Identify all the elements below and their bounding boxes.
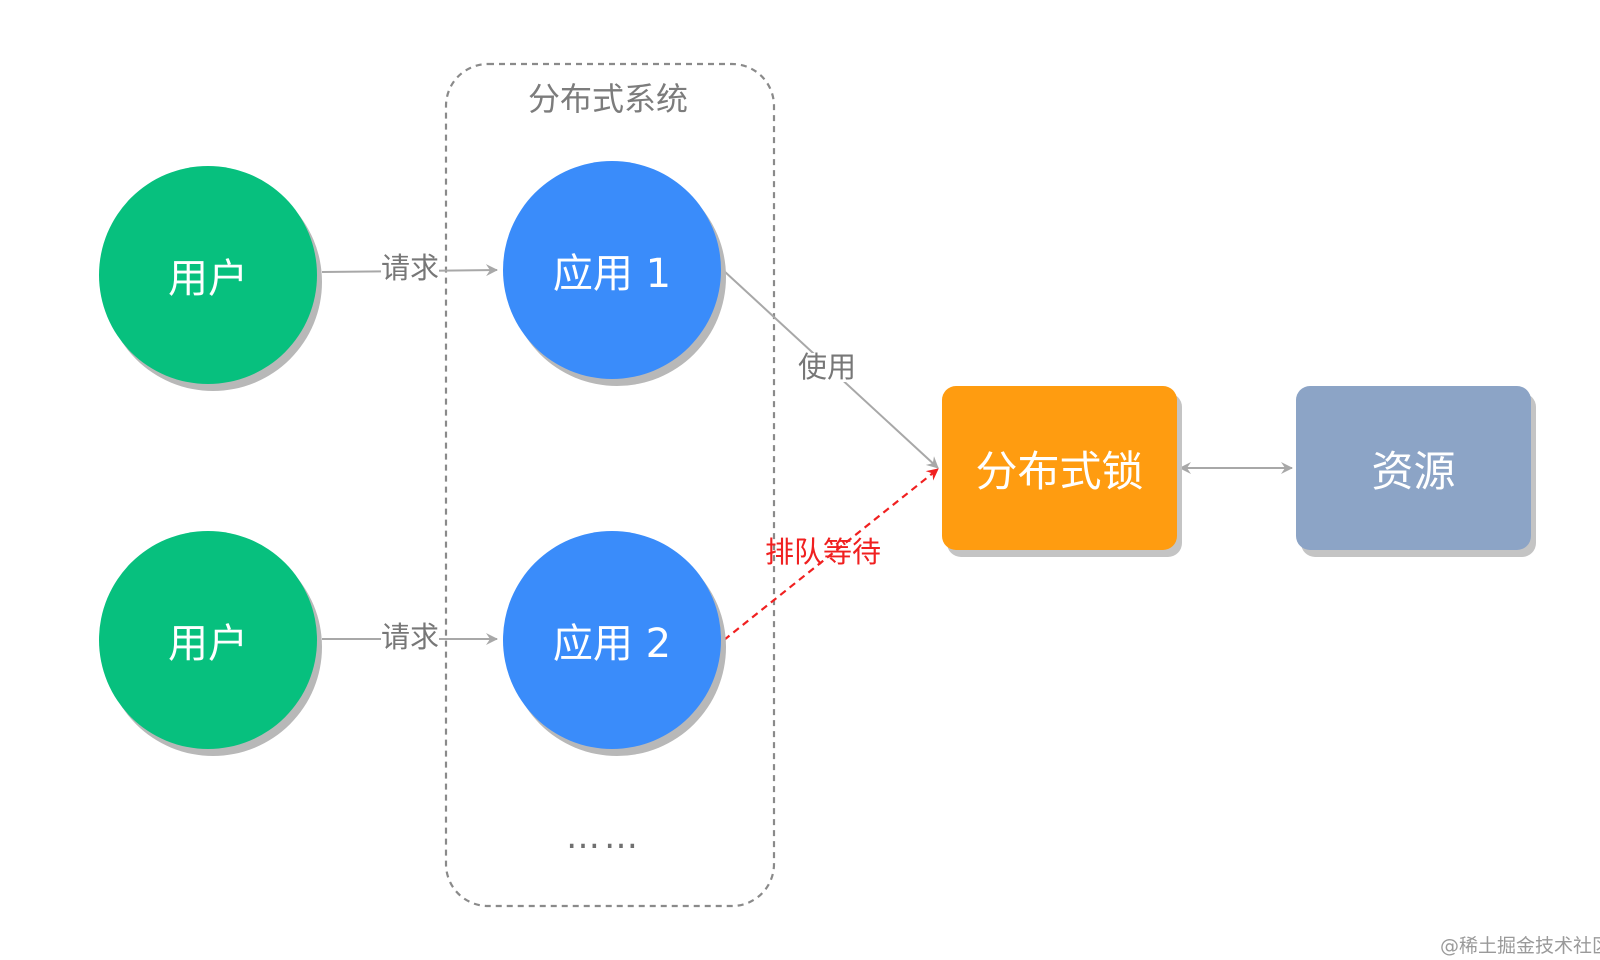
app-node-1: 应用 1 (503, 161, 721, 379)
watermark: @稀土掘金技术社区 (1440, 935, 1600, 957)
user-node-2: 用户 (99, 531, 317, 749)
app-node-2: 应用 2 (503, 531, 721, 749)
resource-node: 资源 (1296, 386, 1531, 550)
queue-label: 排队等待 (765, 535, 882, 569)
more-apps-ellipsis: …… (566, 817, 642, 857)
resource-label: 资源 (1371, 446, 1456, 496)
request-label-2: 请求 (381, 620, 440, 654)
request-label-1: 请求 (381, 251, 440, 285)
distributed-system-boundary (444, 62, 776, 908)
app-node-2-label: 应用 2 (552, 621, 672, 667)
user-node-1: 用户 (99, 166, 317, 384)
group-title: 分布式系统 (528, 80, 689, 118)
user-node-2-label: 用户 (168, 621, 248, 667)
distributed-lock-label: 分布式锁 (975, 446, 1144, 496)
user-node-1-label: 用户 (168, 256, 248, 302)
distributed-lock-node: 分布式锁 (942, 386, 1177, 550)
app-node-1-label: 应用 1 (552, 251, 672, 297)
queue-edge (723, 468, 939, 641)
use-label: 使用 (798, 350, 857, 384)
